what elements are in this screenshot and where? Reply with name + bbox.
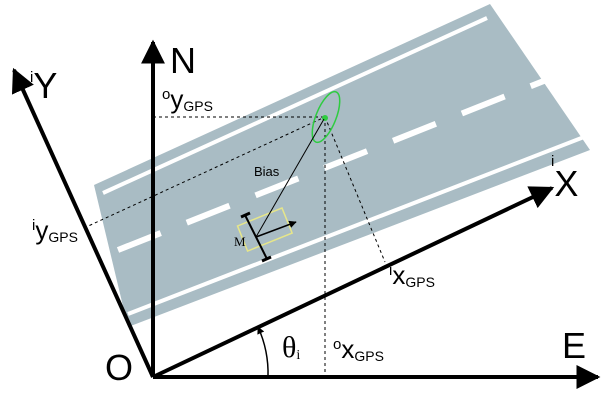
vehicle (236, 207, 297, 263)
iy-axis (11, 67, 155, 378)
oy-gps-label: oyGPS (162, 84, 213, 114)
road (94, 4, 590, 327)
bias-vector (255, 118, 325, 238)
east-label: E (562, 325, 586, 366)
lane-marking (116, 62, 586, 253)
road-edge-top (102, 16, 488, 195)
ix-axis (152, 186, 555, 379)
ix-gps-label: ixGPS (389, 260, 435, 290)
gps-uncertainty-ellipse (311, 90, 341, 144)
ox-gps-label: oxGPS (333, 334, 384, 364)
iy-axis-label: iY (30, 65, 57, 106)
theta-arc (257, 326, 269, 378)
bias-label: Bias (254, 164, 280, 179)
road-edge-bottom (127, 135, 585, 316)
theta-label: θi (282, 331, 300, 364)
projection-lines (83, 116, 386, 377)
origin-label: O (105, 347, 133, 388)
north-label: N (170, 40, 196, 81)
vehicle-label: M (234, 234, 246, 249)
ix-axis-label: iX (551, 153, 578, 204)
iy-gps-label: iyGPS (32, 215, 78, 245)
